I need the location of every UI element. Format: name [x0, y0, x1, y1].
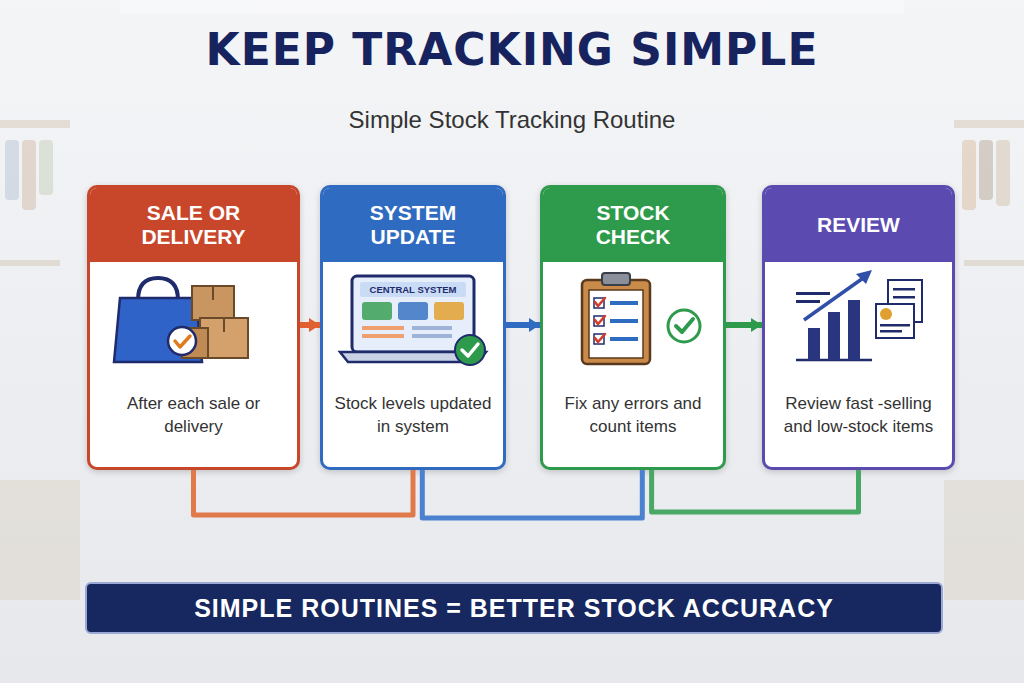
card-body-text: After each sale or delivery — [98, 393, 289, 439]
card-body-text: Fix any errors and count items — [551, 393, 715, 439]
arrow-head — [529, 318, 540, 332]
flow-connector — [726, 322, 762, 328]
card-heading: SYSTEM UPDATE — [323, 188, 503, 262]
process-card: STOCK CHECK Fix any errors and count item… — [540, 185, 726, 470]
card-heading: REVIEW — [765, 188, 952, 262]
card-body-text: Stock levels updated in system — [331, 393, 495, 439]
card-body-text: Review fast -selling and low-stock items — [773, 393, 944, 439]
card-heading: STOCK CHECK — [543, 188, 723, 262]
flow-connector — [300, 322, 320, 328]
flow-connector — [422, 470, 642, 518]
flow-connector — [194, 470, 414, 515]
arrow-head — [309, 318, 320, 332]
process-card: SYSTEM UPDATE Stock levels updated in sys… — [320, 185, 506, 470]
process-card: SALE OR DELIVERY After each sale or deliv… — [87, 185, 300, 470]
summary-banner: SIMPLE ROUTINES = BETTER STOCK ACCURACY — [85, 582, 943, 634]
process-card: REVIEW Review fast -selling and low-stock… — [762, 185, 955, 470]
card-heading: SALE OR DELIVERY — [90, 188, 297, 262]
diagram-title: KEEP TRACKING SIMPLE — [0, 24, 1024, 75]
subtitle: Simple Stock Tracking Routine — [0, 106, 1024, 134]
banner-text: SIMPLE ROUTINES = BETTER STOCK ACCURACY — [194, 594, 834, 623]
arrow-head — [751, 318, 762, 332]
flow-connector — [652, 470, 859, 512]
flow-connector — [506, 322, 540, 328]
screen-label: CENTRAL SYSTEM — [360, 282, 466, 297]
